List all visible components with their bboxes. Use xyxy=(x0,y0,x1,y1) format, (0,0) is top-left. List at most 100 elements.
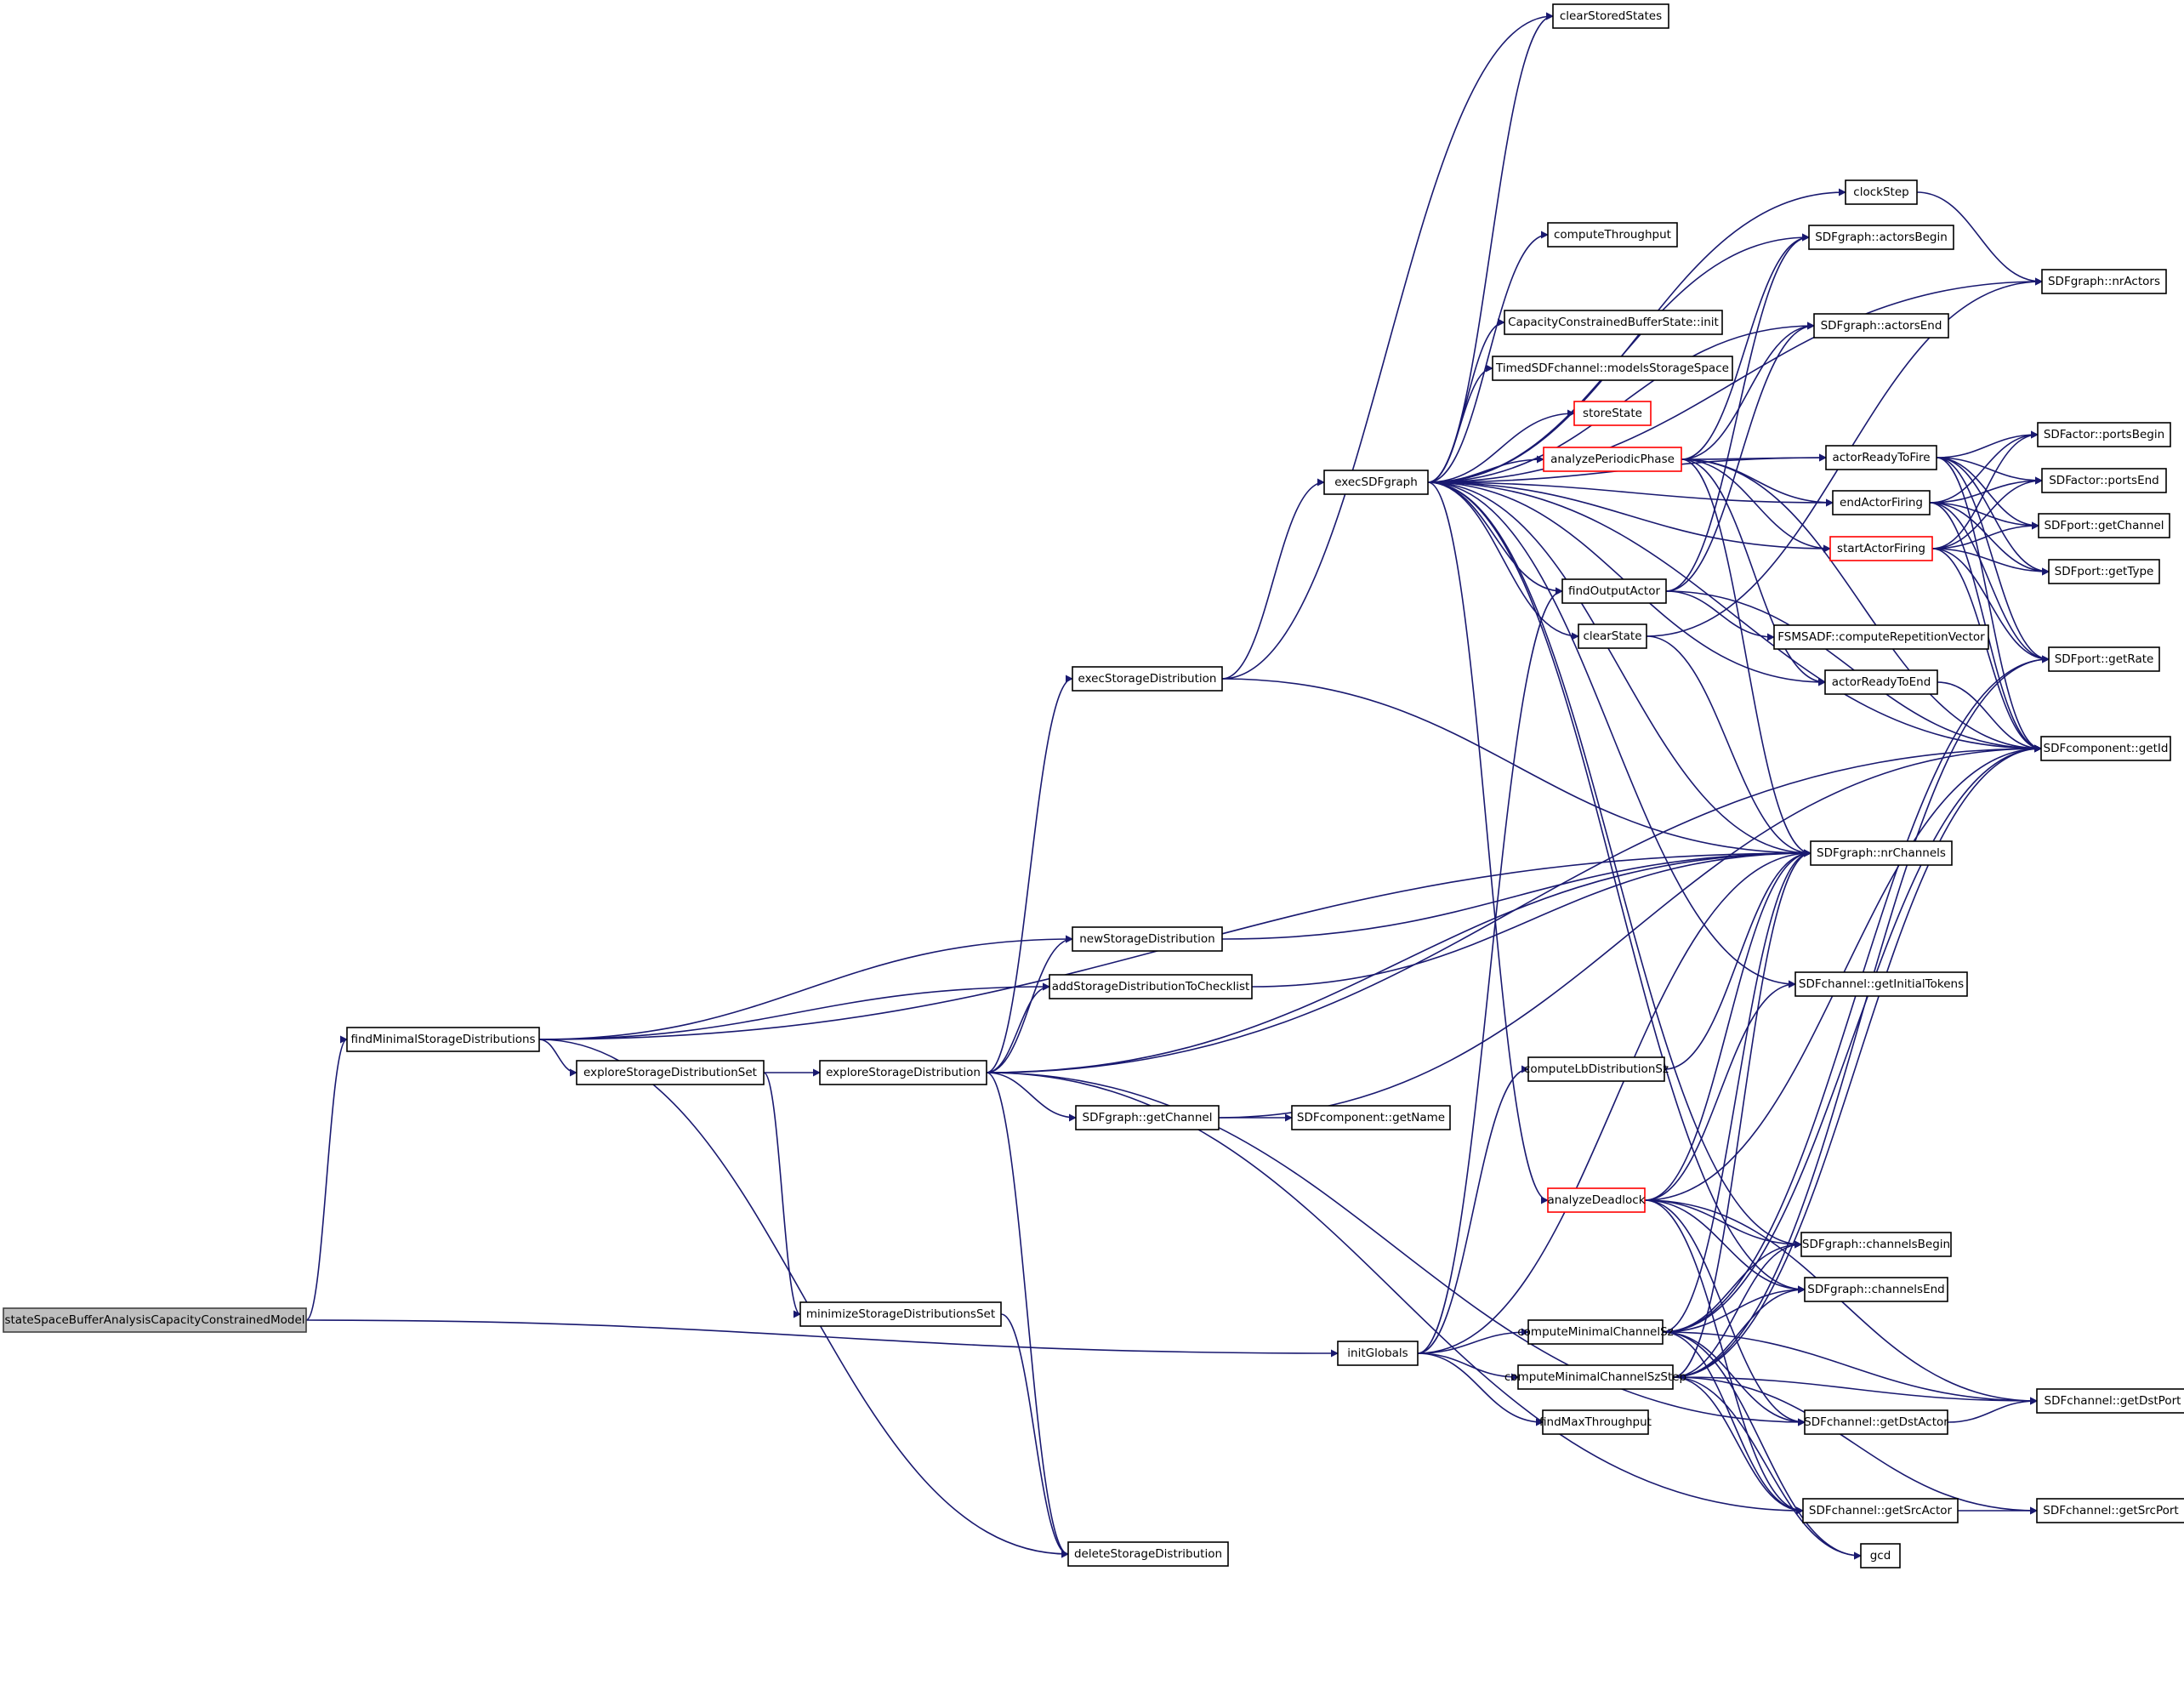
node-getId[interactable]: SDFcomponent::getId xyxy=(2040,736,2171,761)
edge-exploreStorageDistribution-to-getSrcActor xyxy=(986,1072,1804,1515)
node-label: clearState xyxy=(1583,629,1641,643)
node-computeMinimalChannelSz[interactable]: computeMinimalChannelSz xyxy=(1517,1319,1674,1345)
node-label: TimedSDFchannel::modelsStorageSpace xyxy=(1495,362,1729,375)
node-minimizeStorageDistributionsSet[interactable]: minimizeStorageDistributionsSet xyxy=(799,1301,1002,1327)
node-analyzeDeadlock[interactable]: analyzeDeadlock xyxy=(1547,1187,1646,1213)
node-channelsEnd[interactable]: SDFgraph::channelsEnd xyxy=(1804,1277,1948,1302)
edge-exploreStorageDistribution-to-deleteStorageDistribution xyxy=(986,1072,1069,1558)
node-endActorFiring[interactable]: endActorFiring xyxy=(1832,490,1931,515)
node-label: findMaxThroughput xyxy=(1539,1415,1652,1429)
edge-execStorageDistribution-to-clearStoredStates xyxy=(1221,12,1554,680)
node-execStorageDistribution[interactable]: execStorageDistribution xyxy=(1072,666,1223,692)
edge-exploreStorageDistribution-to-execStorageDistribution xyxy=(986,675,1073,1073)
node-box xyxy=(2038,513,2170,538)
node-getInitialTokens[interactable]: SDFchannel::getInitialTokens xyxy=(1794,971,1968,997)
node-findMaxThroughput[interactable]: findMaxThroughput xyxy=(1539,1409,1652,1435)
node-getName[interactable]: SDFcomponent::getName xyxy=(1291,1105,1451,1130)
node-channelsBegin[interactable]: SDFgraph::channelsBegin xyxy=(1800,1232,1952,1257)
node-box xyxy=(1845,179,1918,205)
node-label: SDFchannel::getSrcActor xyxy=(1809,1504,1953,1517)
edge-computeMinimalChannelSz-to-nrChannels xyxy=(1662,849,1811,1333)
node-box xyxy=(1773,624,1989,650)
edge-execSDFgraph-to-clearStoredStates xyxy=(1427,12,1554,483)
node-box xyxy=(1794,971,1968,997)
node-actorsEnd[interactable]: SDFgraph::actorsEnd xyxy=(1813,313,1949,339)
node-nrChannels[interactable]: SDFgraph::nrChannels xyxy=(1810,840,1953,866)
node-getSrcPort[interactable]: SDFchannel::getSrcPort xyxy=(2036,1498,2184,1523)
node-exploreStorageDistribution[interactable]: exploreStorageDistribution xyxy=(819,1060,987,1085)
node-portGetChannel[interactable]: SDFport::getChannel xyxy=(2038,513,2170,538)
node-label: SDFport::getType xyxy=(2055,565,2154,578)
node-ccbsInit[interactable]: CapacityConstrainedBufferState::init xyxy=(1504,310,1723,335)
node-computeThroughput[interactable]: computeThroughput xyxy=(1547,222,1678,248)
node-initGlobals[interactable]: initGlobals xyxy=(1337,1341,1419,1366)
edge-analyzePeriodicPhase-to-actorsEnd xyxy=(1681,322,1815,460)
edge-findMinimalStorageDistributions-to-newStorageDistribution xyxy=(538,935,1073,1040)
node-box xyxy=(346,1027,540,1052)
node-clearState[interactable]: clearState xyxy=(1578,623,1647,649)
edge-computeLbDistributionSz-to-nrChannels xyxy=(1664,849,1811,1070)
node-portsBegin[interactable]: SDFactor::portsBegin xyxy=(2037,422,2171,447)
node-getDstActor[interactable]: SDFchannel::getDstActor xyxy=(1804,1409,1948,1435)
edge-getChannel-to-getId xyxy=(1218,744,2042,1119)
edge-computeMinimalChannelSzStep-to-getDstPort xyxy=(1672,1376,2038,1405)
edge-execSDFgraph-to-ccbsInit xyxy=(1427,318,1505,483)
node-clockStep[interactable]: clockStep xyxy=(1845,179,1918,205)
edge-findMinimalStorageDistributions-to-addStorageDistributionToChecklist xyxy=(538,982,1050,1040)
node-box xyxy=(1291,1105,1451,1130)
node-label: actorReadyToEnd xyxy=(1832,675,1931,689)
node-actorsBegin[interactable]: SDFgraph::actorsBegin xyxy=(1808,225,1954,250)
node-deleteStorageDistribution[interactable]: deleteStorageDistribution xyxy=(1067,1541,1229,1567)
edge-newStorageDistribution-to-nrChannels xyxy=(1221,849,1811,940)
node-computeRepetitionVector[interactable]: FSMSADF::computeRepetitionVector xyxy=(1773,624,1989,650)
node-getType[interactable]: SDFport::getType xyxy=(2048,559,2160,584)
node-box xyxy=(1804,1277,1948,1302)
node-actorReadyToEnd[interactable]: actorReadyToEnd xyxy=(1824,669,1938,695)
node-getDstPort[interactable]: SDFchannel::getDstPort xyxy=(2036,1388,2184,1414)
node-storeState[interactable]: storeState xyxy=(1573,401,1652,426)
node-getChannel[interactable]: SDFgraph::getChannel xyxy=(1075,1105,1220,1130)
node-label: SDFgraph::actorsBegin xyxy=(1815,231,1948,244)
node-box xyxy=(2040,736,2171,761)
node-gcd[interactable]: gcd xyxy=(1860,1543,1901,1569)
node-startActorFiring[interactable]: startActorFiring xyxy=(1829,536,1933,561)
node-computeLbDistributionSz[interactable]: computeLbDistributionSz xyxy=(1524,1056,1669,1082)
edge-computeMinimalChannelSzStep-to-getSrcPort xyxy=(1672,1376,2038,1515)
node-findOutputActor[interactable]: findOutputActor xyxy=(1561,578,1667,604)
edge-root-to-initGlobals xyxy=(305,1319,1339,1358)
edge-startActorFiring-to-portGetChannel xyxy=(1931,521,2039,549)
edge-execSDFgraph-to-analyzeDeadlock xyxy=(1427,481,1549,1204)
node-modelsStorageSpace[interactable]: TimedSDFchannel::modelsStorageSpace xyxy=(1492,356,1733,381)
node-box xyxy=(1527,1056,1665,1082)
edge-initGlobals-to-findMaxThroughput xyxy=(1417,1352,1544,1426)
edge-endActorFiring-to-getType xyxy=(1929,502,2050,576)
node-exploreStorageDistributionSet[interactable]: exploreStorageDistributionSet xyxy=(576,1060,765,1085)
node-box xyxy=(1543,447,1682,472)
edge-computeMinimalChannelSzStep-to-getId xyxy=(1672,744,2042,1378)
node-label: analyzeDeadlock xyxy=(1547,1193,1645,1207)
node-getRate[interactable]: SDFport::getRate xyxy=(2048,646,2160,672)
edges-layer xyxy=(305,12,2050,1560)
node-portsEnd[interactable]: SDFactor::portsEnd xyxy=(2041,468,2167,493)
node-nrActors[interactable]: SDFgraph::nrActors xyxy=(2041,269,2167,294)
node-computeMinimalChannelSzStep[interactable]: computeMinimalChannelSzStep xyxy=(1504,1364,1686,1390)
edge-initGlobals-to-findOutputActor xyxy=(1417,587,1563,1354)
node-findMinimalStorageDistributions[interactable]: findMinimalStorageDistributions xyxy=(346,1027,540,1052)
edge-initGlobals-to-computeLbDistributionSz xyxy=(1417,1065,1529,1354)
node-actorReadyToFire[interactable]: actorReadyToFire xyxy=(1825,445,1937,470)
node-newStorageDistribution[interactable]: newStorageDistribution xyxy=(1072,926,1223,952)
edge-execSDFgraph-to-clearState xyxy=(1427,481,1579,640)
node-root[interactable]: stateSpaceBufferAnalysisCapacityConstrai… xyxy=(3,1307,307,1333)
node-execSDFgraph[interactable]: execSDFgraph xyxy=(1323,470,1429,495)
node-box xyxy=(1829,536,1933,561)
node-label: actorReadyToFire xyxy=(1832,451,1930,464)
node-label: SDFgraph::channelsEnd xyxy=(1807,1283,1944,1296)
edge-computeMinimalChannelSz-to-getDstActor xyxy=(1662,1331,1806,1426)
node-clearStoredStates[interactable]: clearStoredStates xyxy=(1552,3,1669,29)
node-label: findOutputActor xyxy=(1568,584,1660,598)
edge-endActorFiring-to-getRate xyxy=(1929,502,2050,663)
edge-analyzeDeadlock-to-nrChannels xyxy=(1644,849,1811,1201)
node-addStorageDistributionToChecklist[interactable]: addStorageDistributionToChecklist xyxy=(1049,974,1253,999)
node-getSrcActor[interactable]: SDFchannel::getSrcActor xyxy=(1802,1498,1959,1523)
node-analyzePeriodicPhase[interactable]: analyzePeriodicPhase xyxy=(1543,447,1682,472)
